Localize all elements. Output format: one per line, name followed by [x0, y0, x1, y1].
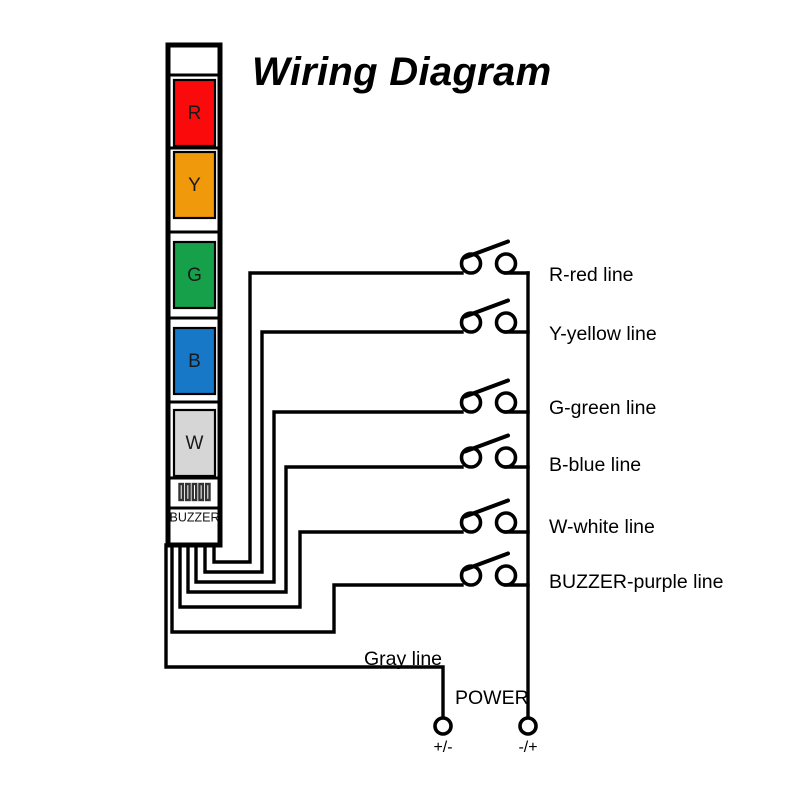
wire-label-blue: B-blue line: [549, 454, 642, 476]
wire-blue: [186, 465, 464, 594]
switch-lever: [463, 378, 510, 399]
tower-segment-red: [172, 78, 217, 148]
switch-lever: [463, 239, 510, 260]
buzzer-grille-bar: [191, 482, 198, 502]
wire-white: [178, 530, 464, 609]
terminal-right-minus-plus[interactable]: [518, 716, 538, 736]
switch-terminal-right: [494, 391, 518, 414]
gray-line-label: Gray line: [364, 648, 443, 670]
tower-segment-blue-label: B: [188, 351, 201, 372]
switch-lever: [463, 498, 510, 519]
switch-lever: [463, 433, 510, 454]
terminal-left-label: +/-: [433, 739, 453, 756]
tower-segment-green-label: G: [187, 265, 202, 286]
switch-lever: [463, 298, 510, 319]
tower-segments: [166, 73, 222, 510]
terminal-left-plus-minus[interactable]: [433, 716, 453, 736]
switch-group: [459, 239, 530, 587]
wire-label-green: G-green line: [549, 397, 657, 419]
wire-harness: [164, 271, 464, 720]
switch-blue[interactable]: [459, 433, 530, 469]
switch-lever: [463, 551, 510, 572]
switch-terminal-right: [494, 511, 518, 534]
switch-white[interactable]: [459, 498, 530, 534]
terminal-right-label: -/+: [518, 739, 538, 756]
wire-green: [194, 410, 464, 584]
wire-label-white: W-white line: [549, 516, 655, 538]
wire-label-buzzer-purple: BUZZER-purple line: [549, 571, 724, 593]
buzzer-grille-bar: [178, 482, 185, 502]
tower-segment-red-label: R: [188, 103, 202, 124]
buzzer-grille-bar: [204, 482, 211, 502]
wire-buzzer-purple: [170, 543, 464, 634]
switch-red[interactable]: [459, 239, 530, 275]
tower-segment-yellow: [172, 150, 217, 220]
buzzer-grille-icon: [178, 482, 211, 502]
switch-terminal-right: [494, 446, 518, 469]
switch-green[interactable]: [459, 378, 530, 414]
wire-label-red: R-red line: [549, 264, 634, 286]
switch-terminal-right: [494, 564, 518, 587]
buzzer-grille-bar: [184, 482, 191, 502]
page-title: Wiring Diagram: [252, 50, 552, 94]
tower-segment-white-label: W: [186, 433, 204, 454]
buzzer-label: BUZZER: [170, 510, 220, 524]
tower-segment-blue: [172, 326, 217, 396]
switch-terminal-right: [494, 311, 518, 334]
buzzer-grille-bar: [198, 482, 205, 502]
wire-label-yellow: Y-yellow line: [549, 323, 657, 345]
switch-buzzer-purple[interactable]: [459, 551, 530, 587]
tower-segment-yellow-label: Y: [188, 175, 201, 196]
tower-segment-white: [172, 408, 217, 478]
wire-yellow: [203, 330, 464, 574]
wire-red: [212, 271, 464, 564]
switch-yellow[interactable]: [459, 298, 530, 334]
switch-terminal-right: [494, 252, 518, 275]
tower-segment-green: [172, 240, 217, 310]
power-label: POWER: [455, 687, 529, 709]
wire-gray-power: [164, 543, 445, 720]
